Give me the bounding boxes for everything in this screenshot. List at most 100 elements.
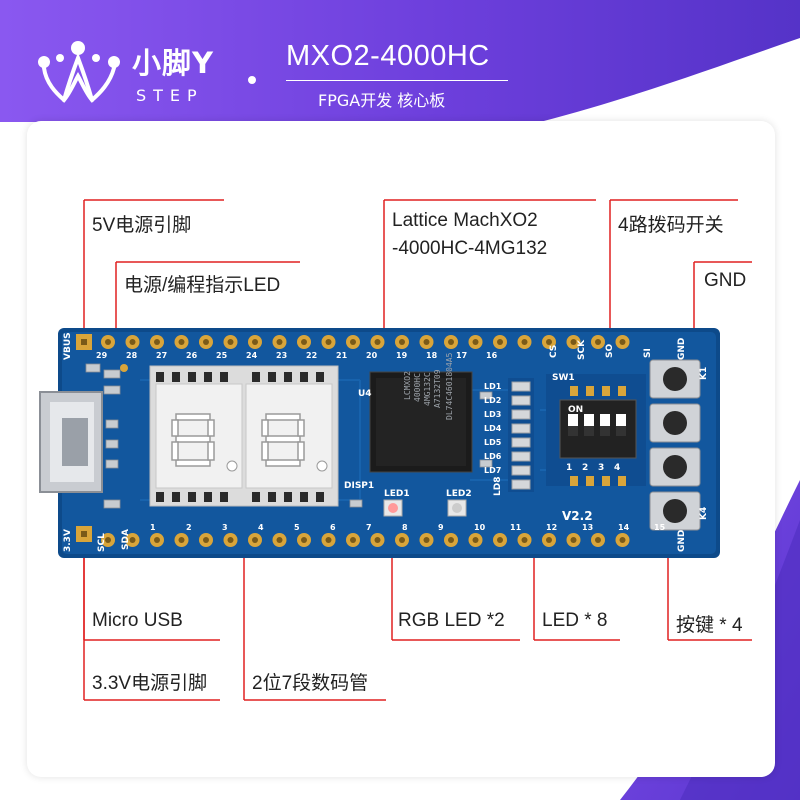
pin-hole [619, 537, 626, 543]
bottom-pin-number: 7 [366, 523, 372, 532]
pin-hole [448, 537, 454, 543]
pin-hole [521, 537, 528, 543]
callout-fpga-line2: -4000HC-4MG132 [392, 238, 548, 259]
pin-hole [105, 537, 111, 543]
led-label: LD4 [484, 424, 502, 433]
pin-hole [423, 537, 430, 543]
pin-hole [497, 339, 503, 345]
svg-text:VBUS: VBUS [63, 332, 73, 360]
svg-text:4: 4 [614, 463, 620, 473]
led-label: LD7 [484, 466, 501, 475]
seven-segment-display [149, 365, 339, 507]
pin-hole [472, 339, 479, 345]
led-array [508, 378, 534, 492]
top-pin-number: 18 [426, 351, 438, 360]
pin-hole [227, 537, 234, 543]
pin-hole [521, 339, 528, 345]
pin-hole [276, 537, 283, 543]
callout-led8: LED * 8 [542, 610, 608, 631]
top-pin-number: 27 [156, 351, 167, 360]
pin-hole [252, 537, 258, 543]
pin-hole [227, 339, 234, 345]
top-pin-number: 24 [246, 351, 258, 360]
svg-text:4000HC: 4000HC [413, 373, 422, 402]
pin-hole [570, 339, 577, 345]
pin-hole [546, 537, 552, 543]
model-title: MXO2-4000HC [286, 40, 490, 72]
pin-hole [203, 537, 209, 543]
svg-text:SO: SO [605, 344, 615, 358]
bottom-pin-number: 8 [402, 523, 408, 532]
top-pin-number: 26 [186, 351, 198, 360]
led-label: LD6 [484, 452, 502, 461]
pin-hole [203, 339, 209, 345]
top-right-light-wave [540, 38, 800, 122]
pin-hole [570, 537, 577, 543]
led-label: LD2 [484, 396, 501, 405]
top-pin-number: 16 [486, 351, 498, 360]
callout-33v-pin: 3.3V电源引脚 [92, 673, 208, 694]
bottom-pin-number: 14 [618, 523, 630, 532]
pin-hole [178, 537, 185, 543]
pin-hole [546, 339, 552, 345]
svg-text:1: 1 [566, 463, 572, 473]
svg-text:U4: U4 [358, 389, 372, 399]
top-pin-number: 25 [216, 351, 228, 360]
bottom-pin-number: 6 [330, 523, 336, 532]
rgb-leds [383, 499, 467, 517]
pin-hole [154, 339, 160, 345]
pin-hole [178, 339, 185, 345]
svg-text:4MG132C: 4MG132C [423, 372, 432, 406]
pin-hole [105, 339, 111, 345]
bottom-pin-number: 15 [654, 523, 666, 532]
callout-power-led: 电源/编程指示LED [124, 275, 281, 296]
pin-hole [129, 537, 136, 543]
brand-subname: STEP [136, 86, 204, 105]
brand-name: 小脚Y [132, 46, 214, 80]
top-pin-number: 17 [456, 351, 467, 360]
pin-hole [129, 339, 136, 345]
separator-dot [248, 76, 256, 84]
svg-text:K1: K1 [699, 367, 709, 380]
callout-micro-usb: Micro USB [92, 610, 183, 631]
pin-hole [399, 339, 405, 345]
silkscreen-labels: VBUS 3.3V SCL SDA CS SCK SO SI GND GND U… [63, 332, 709, 552]
bottom-pin-number: 2 [186, 523, 192, 532]
top-pin-number: 21 [336, 351, 348, 360]
bottom-pin-number: 9 [438, 523, 444, 532]
svg-text:K4: K4 [699, 507, 709, 520]
svg-text:DL74C4601804A5: DL74C4601804A5 [445, 352, 454, 420]
svg-text:2: 2 [582, 463, 588, 473]
pin-hole [301, 537, 307, 543]
pin-hole [619, 339, 626, 345]
bottom-pin-header [101, 533, 630, 547]
top-pin-number: 23 [276, 351, 287, 360]
bottom-pin-number: 11 [510, 523, 522, 532]
pin-hole [374, 339, 381, 345]
callout-dip-switch: 4路拨码开关 [618, 215, 724, 236]
top-pin-header [101, 335, 630, 349]
svg-text:CS: CS [549, 345, 559, 358]
svg-text:A7132T09: A7132T09 [433, 369, 442, 408]
pin-hole [423, 339, 430, 345]
svg-text:LD8: LD8 [493, 477, 503, 496]
svg-text:SW1: SW1 [552, 373, 575, 383]
smd-components [85, 363, 493, 509]
pin-hole [325, 339, 332, 345]
bottom-pin-number: 10 [474, 523, 486, 532]
top-pin-number: 22 [306, 351, 317, 360]
svg-text:ON: ON [568, 405, 583, 415]
pin-hole [325, 537, 332, 543]
push-buttons [649, 359, 701, 531]
callout-fpga-line1: Lattice MachXO2 [392, 210, 538, 231]
svg-text:LCMXO2: LCMXO2 [403, 371, 412, 400]
bottom-pin-number: 5 [294, 523, 300, 532]
callout-keys: 按键 * 4 [676, 615, 743, 636]
top-pin-number: 19 [396, 351, 408, 360]
pin-hole [595, 339, 601, 345]
svg-text:SCK: SCK [577, 339, 587, 360]
svg-text:GND: GND [677, 530, 687, 552]
